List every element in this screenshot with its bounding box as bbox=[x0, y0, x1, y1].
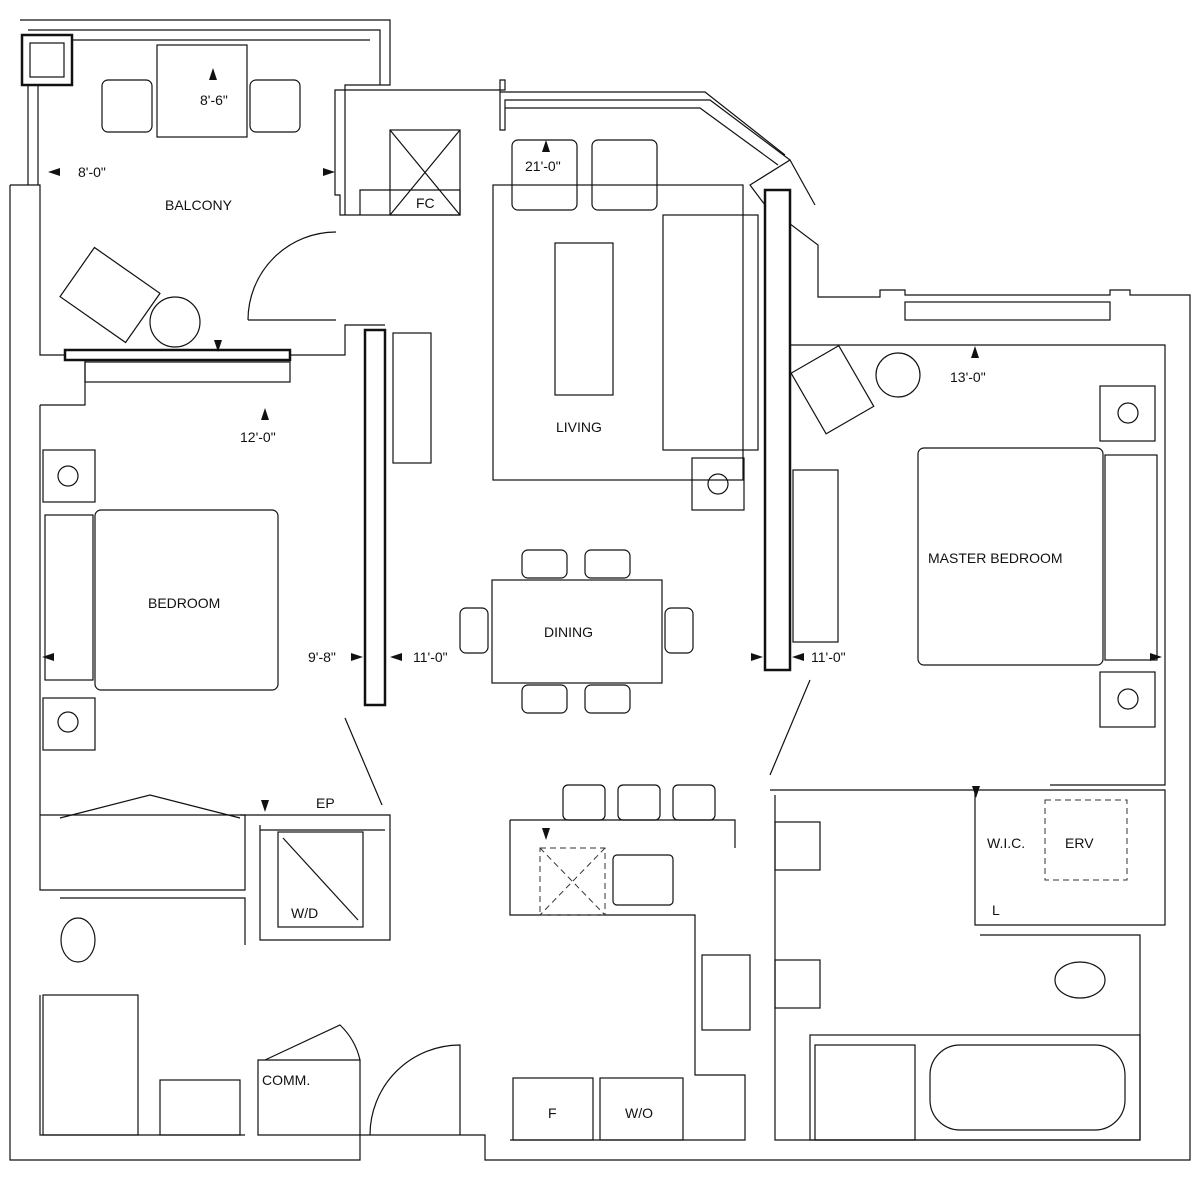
bathtub bbox=[929, 1044, 1126, 1131]
dresser bbox=[792, 469, 839, 643]
kitchen-sink bbox=[612, 854, 674, 906]
label-linen: L bbox=[992, 902, 1000, 918]
dimension-balcony-depth: 8'-6" bbox=[200, 92, 228, 108]
fridge bbox=[512, 1077, 594, 1141]
tv-unit bbox=[392, 332, 432, 464]
exterior-walls bbox=[9, 19, 1191, 1161]
dimension-arrows bbox=[42, 68, 1162, 840]
fireplace bbox=[389, 129, 461, 216]
label-fridge: F bbox=[548, 1105, 557, 1121]
dimension-dining-width: 11'-0" bbox=[413, 649, 448, 665]
living-rug bbox=[492, 184, 744, 481]
balcony-table bbox=[156, 44, 248, 138]
dimension-bedroom-width: 12'-0" bbox=[240, 429, 276, 445]
label-comm: COMM. bbox=[262, 1072, 310, 1088]
erv-unit bbox=[1044, 799, 1128, 881]
label-walk-in-closet: W.I.C. bbox=[987, 835, 1025, 851]
label-ep: EP bbox=[316, 795, 335, 811]
dimension-master-width: 13'-0" bbox=[950, 369, 986, 385]
dining-table bbox=[491, 579, 663, 684]
coffee-table bbox=[554, 242, 614, 396]
label-washer-dryer: W/D bbox=[291, 905, 318, 921]
label-fireplace: FC bbox=[416, 195, 435, 211]
room-label-master-bedroom: MASTER BEDROOM bbox=[928, 550, 1063, 566]
sofa bbox=[662, 214, 759, 451]
room-label-bedroom: BEDROOM bbox=[148, 595, 220, 611]
dimension-bedroom-depth: 9'-8" bbox=[308, 649, 336, 665]
wall-oven bbox=[599, 1077, 684, 1141]
dimension-balcony-width: 8'-0" bbox=[78, 164, 106, 180]
interior-walls bbox=[39, 188, 1166, 1141]
doors bbox=[59, 231, 811, 1136]
room-label-balcony: BALCONY bbox=[165, 197, 233, 213]
room-label-dining: DINING bbox=[544, 624, 593, 640]
master-bed bbox=[917, 447, 1104, 666]
bed bbox=[94, 509, 279, 691]
dimension-master-depth: 11'-0" bbox=[811, 649, 846, 665]
cooktop bbox=[701, 954, 751, 1031]
label-wall-oven: W/O bbox=[625, 1105, 653, 1121]
label-erv: ERV bbox=[1065, 835, 1094, 851]
room-label-living: LIVING bbox=[556, 419, 602, 435]
dimension-living: 21'-0" bbox=[525, 158, 561, 174]
furniture bbox=[42, 44, 1158, 1141]
